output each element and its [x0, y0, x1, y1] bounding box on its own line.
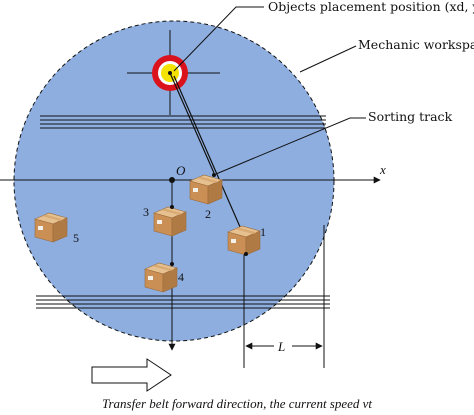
- svg-text:4: 4: [178, 270, 184, 284]
- x-axis-label: x: [379, 162, 386, 177]
- box-3: 3: [143, 205, 187, 237]
- workspace-callout-label: Mechanic workspace: [358, 37, 474, 52]
- svg-text:1: 1: [260, 225, 266, 239]
- origin-label: O: [176, 163, 186, 178]
- target-callout-label: Objects placement position (xd, yd): [268, 0, 474, 14]
- callout-leaders: [173, 6, 366, 175]
- origin-point: [169, 177, 175, 183]
- track-callout-label: Sorting track: [368, 109, 453, 124]
- box-5: 5: [34, 212, 79, 245]
- box-1: 1: [227, 225, 266, 256]
- caption: Transfer belt forward direction, the cur…: [102, 396, 372, 411]
- belt-direction-arrow: [91, 358, 172, 392]
- box-4: 4: [144, 262, 184, 293]
- box-2: 2: [189, 173, 223, 221]
- svg-text:3: 3: [143, 205, 149, 219]
- svg-text:5: 5: [73, 231, 79, 245]
- distance-label: L: [277, 339, 285, 354]
- svg-text:2: 2: [205, 207, 211, 221]
- sorting-track-upper: [40, 115, 326, 129]
- sorting-track-lower: [36, 295, 330, 309]
- trajectory-lines: [169, 72, 245, 237]
